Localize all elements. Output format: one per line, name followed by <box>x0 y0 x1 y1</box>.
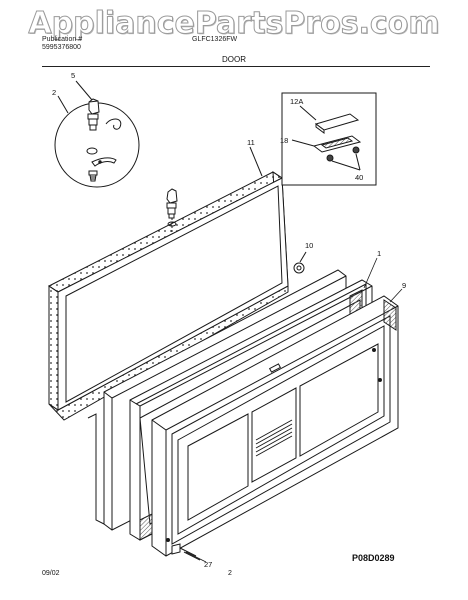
watermark-logo: AppliancePartsPros.com <box>28 6 440 42</box>
model-number: GLFC1326FW <box>192 36 238 43</box>
callout-18: 18 <box>280 136 288 145</box>
callout-9: 9 <box>402 281 406 290</box>
callout-10: 10 <box>305 241 313 250</box>
callout-27: 27 <box>204 560 212 569</box>
door-liner-part <box>151 295 399 557</box>
callout-2: 2 <box>52 88 56 97</box>
callout-1: 1 <box>377 249 381 258</box>
liner-vent-grill <box>255 419 293 457</box>
hinge-bracket-part <box>91 157 117 167</box>
callout-40: 40 <box>355 173 363 182</box>
lock-detail-box <box>281 92 377 186</box>
hinge-pin-part <box>87 98 100 131</box>
header-rule <box>42 66 430 67</box>
washer-part <box>86 147 98 155</box>
footer-date: 09/02 <box>42 570 60 577</box>
lock-detail-group <box>281 92 377 186</box>
screw-27-part <box>171 543 201 561</box>
callout-leaders <box>185 257 403 563</box>
hinge-detail-group <box>54 80 140 188</box>
callout-5: 5 <box>71 71 75 80</box>
callout-12a: 12A <box>290 97 303 106</box>
callout-11: 11 <box>247 138 255 147</box>
diagram-code: P08D0289 <box>352 553 395 563</box>
spring-clip-part <box>105 118 122 130</box>
section-title: DOOR <box>222 55 246 64</box>
door-gasket-part <box>48 146 289 421</box>
fastener-10-part <box>293 251 307 274</box>
publication-number: 5995376800 <box>42 44 81 51</box>
footer-page: 2 <box>228 570 232 577</box>
screw-part <box>88 170 98 182</box>
publication-label: Publication # <box>42 36 83 43</box>
